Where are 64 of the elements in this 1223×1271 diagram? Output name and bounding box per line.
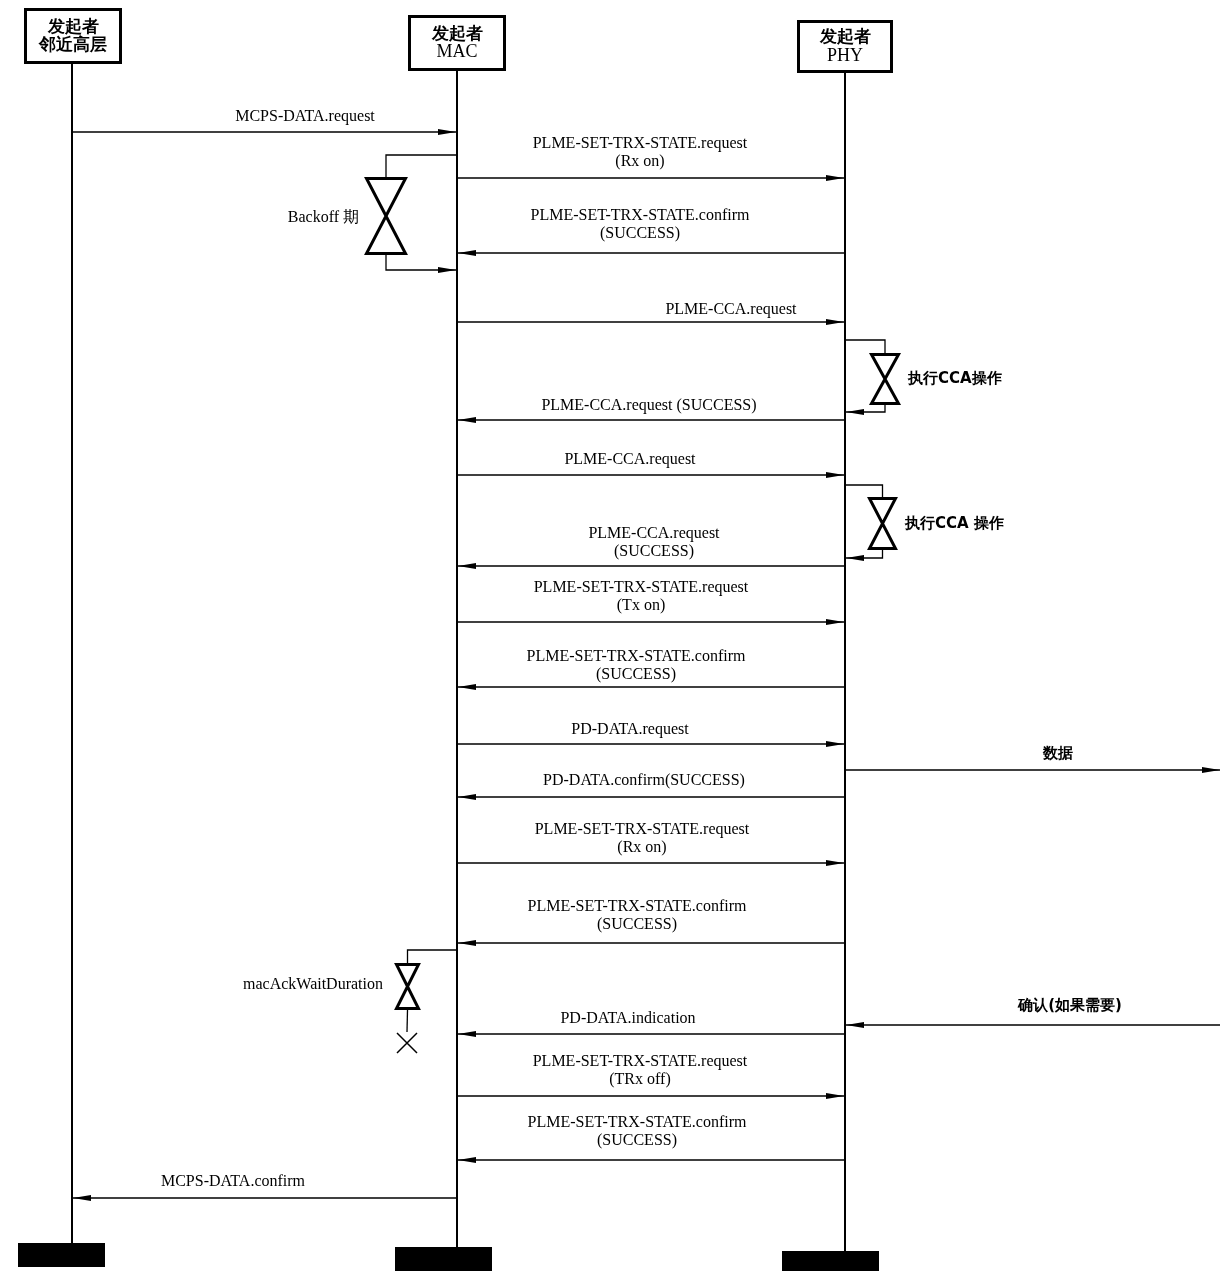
message-arrow	[457, 563, 845, 569]
edge-label: PD-DATA.confirm(SUCCESS)	[541, 771, 747, 789]
edge-label: 确认(如果需要)	[1016, 997, 1124, 1014]
participant-name: 发起者	[47, 18, 99, 36]
edge-label: MCPS-DATA.request	[233, 107, 377, 125]
edge-label: PLME-SET-TRX-STATE.confirm (SUCCESS)	[525, 1113, 749, 1149]
lifeline	[71, 64, 73, 1243]
participant-name: PHY	[827, 45, 863, 65]
message-arrow	[72, 129, 457, 135]
timer-label: 执行CCA操作	[908, 369, 1002, 388]
timer-label: 执行CCA 操作	[905, 514, 1004, 533]
edge-label: 数据	[1041, 745, 1075, 762]
connector-line	[385, 154, 457, 178]
connector-line	[406, 949, 457, 964]
participant-name: MAC	[436, 42, 478, 62]
participant-name: 发起者	[819, 28, 871, 46]
message-arrow	[457, 250, 845, 256]
connector-line	[845, 484, 884, 498]
message-arrow	[457, 794, 845, 800]
message-arrow	[457, 1093, 845, 1099]
edge-label: PLME-CCA.request (SUCCESS)	[539, 396, 759, 414]
lifeline-end-bar	[18, 1243, 105, 1267]
edge-label: PLME-SET-TRX-STATE.confirm (SUCCESS)	[528, 206, 752, 242]
edge-label: PLME-SET-TRX-STATE.request (Rx on)	[530, 134, 750, 170]
timeout-cross-icon	[396, 1032, 418, 1054]
connector-line	[845, 339, 886, 354]
message-arrow	[457, 940, 845, 946]
lifeline-header-box	[24, 8, 122, 64]
message-arrow	[72, 1195, 457, 1201]
connector-line	[385, 254, 457, 273]
message-arrow	[457, 319, 845, 325]
message-arrow	[457, 417, 845, 423]
lifeline-header-box	[408, 15, 506, 71]
message-arrow	[457, 1031, 845, 1037]
message-arrow	[457, 1157, 845, 1163]
edge-label: PLME-CCA.request	[562, 450, 698, 468]
edge-label: PLME-SET-TRX-STATE.confirm (SUCCESS)	[525, 897, 749, 933]
edge-label: PD-DATA.request	[569, 720, 691, 738]
timer-label: macAckWaitDuration	[243, 975, 383, 993]
edge-label: PLME-CCA.request	[663, 300, 799, 318]
lifeline-end-bar	[395, 1247, 492, 1271]
edge-label: PLME-SET-TRX-STATE.request (Tx on)	[531, 578, 751, 614]
edge-label: PLME-SET-TRX-STATE.request (TRx off)	[530, 1052, 750, 1088]
lifeline	[456, 71, 458, 1247]
message-arrow	[457, 684, 845, 690]
connector-line	[845, 404, 886, 415]
edge-label: PLME-SET-TRX-STATE.request (Rx on)	[532, 820, 752, 856]
message-arrow	[457, 860, 845, 866]
edge-label: PLME-CCA.request (SUCCESS)	[586, 524, 722, 560]
message-arrow	[457, 175, 845, 181]
message-arrow	[457, 472, 845, 478]
lifeline-end-bar	[782, 1251, 879, 1271]
message-arrow	[457, 741, 845, 747]
lifeline-header-box	[797, 20, 893, 73]
participant-name: 邻近高层	[39, 36, 107, 54]
message-arrow	[457, 619, 845, 625]
connector-line	[406, 1009, 409, 1033]
connector-line	[845, 549, 884, 561]
message-arrow	[845, 767, 1221, 773]
timer-label: Backoff 期	[287, 207, 359, 227]
participant-name: 发起者	[431, 24, 483, 43]
edge-label: PLME-SET-TRX-STATE.confirm (SUCCESS)	[524, 647, 748, 683]
message-arrow	[845, 1022, 1221, 1028]
lifeline	[844, 73, 846, 1251]
